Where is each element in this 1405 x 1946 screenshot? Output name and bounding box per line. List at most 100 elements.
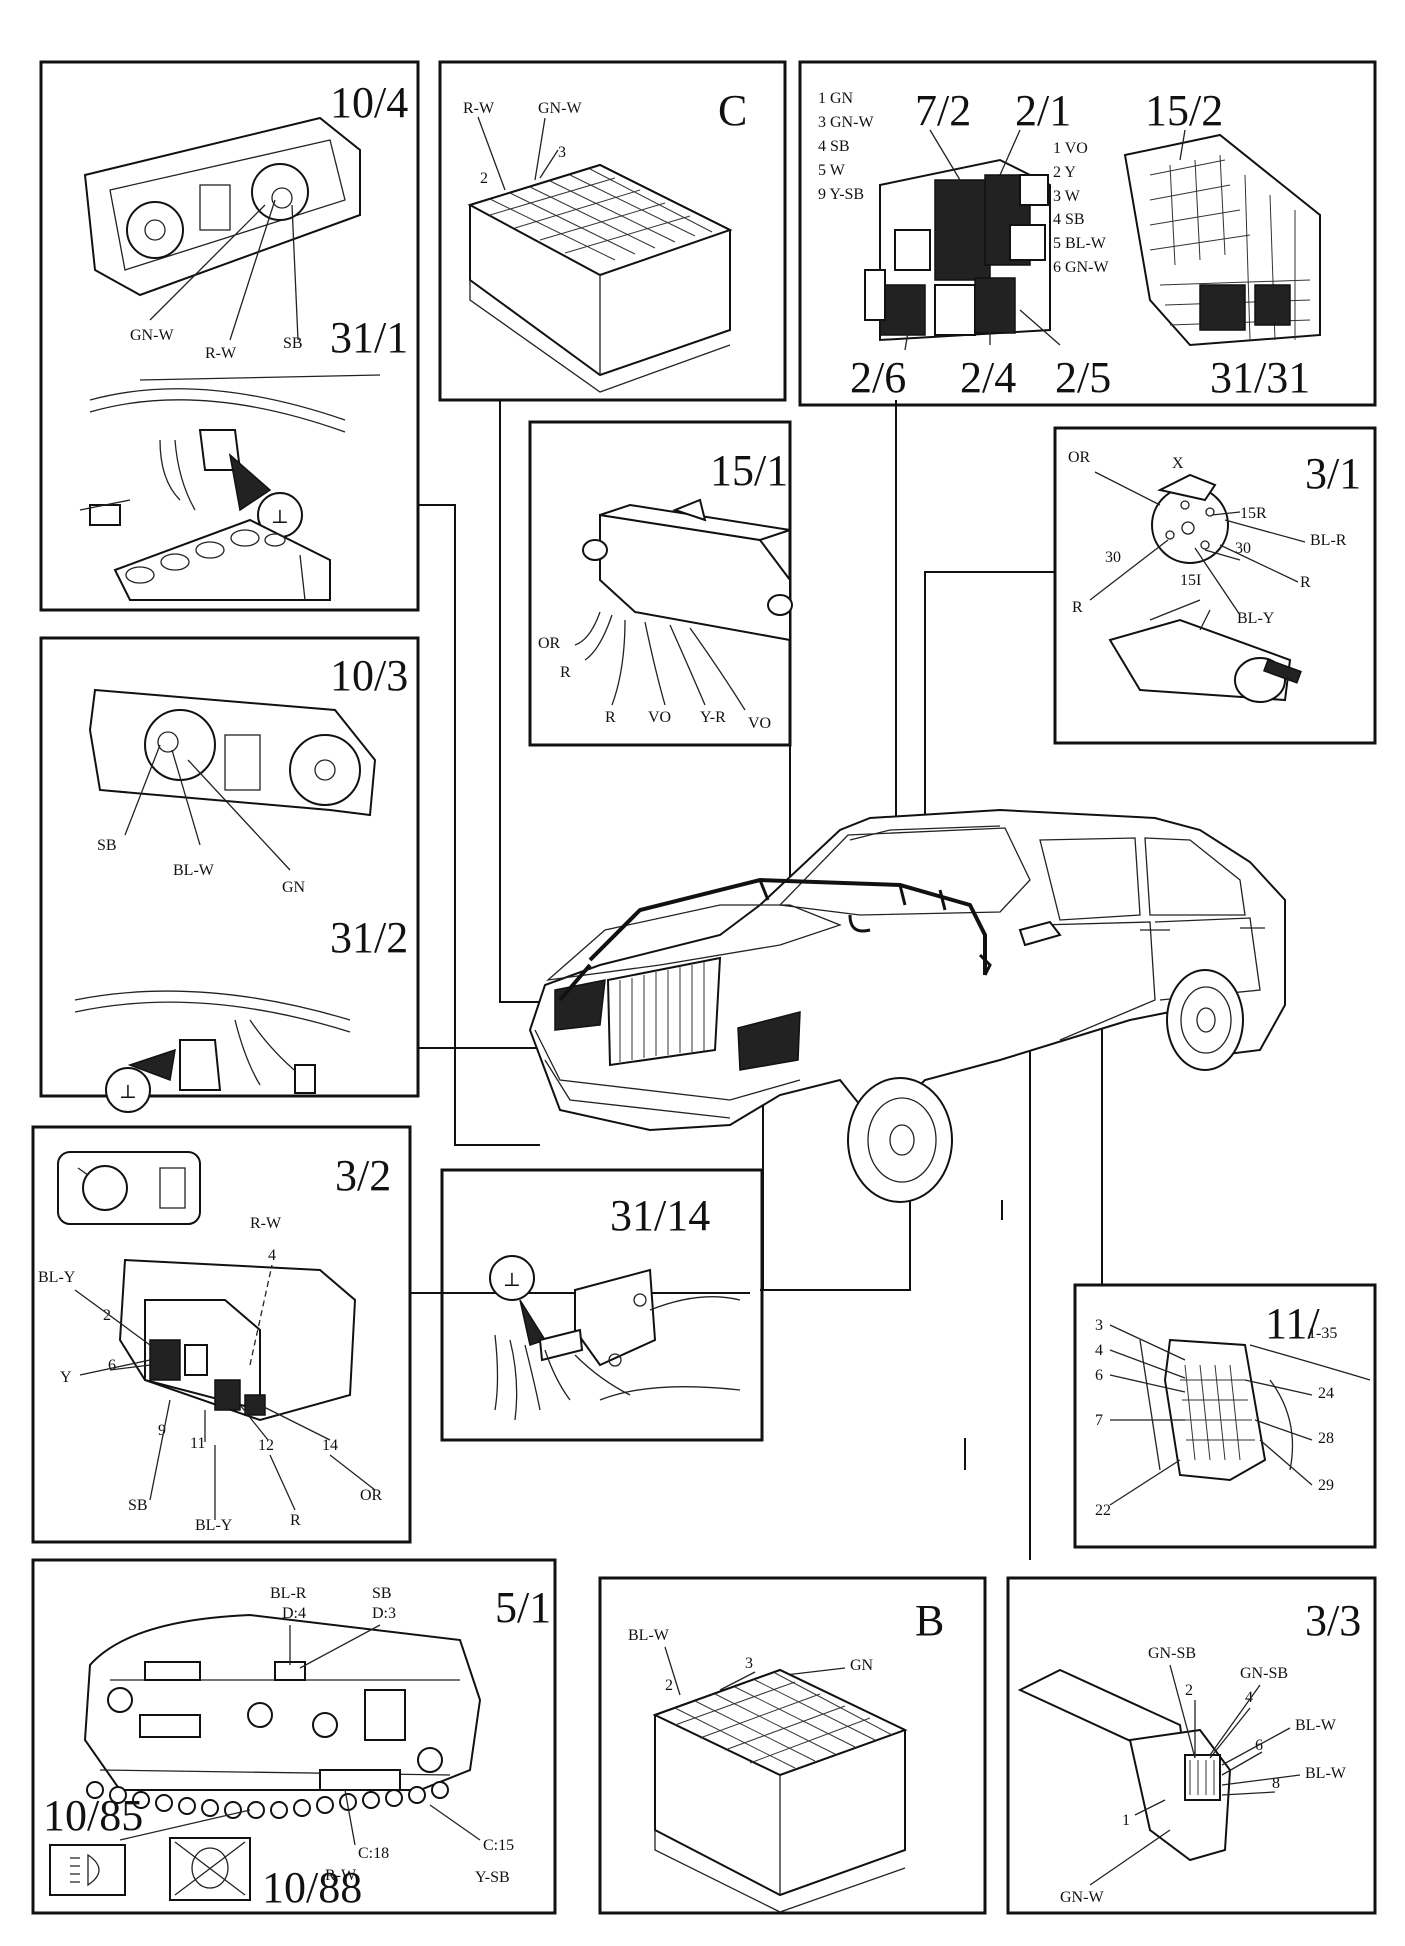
wire-gn-sb-1: GN-SB xyxy=(1148,1645,1196,1662)
label-2-5: 2/5 xyxy=(1055,353,1111,402)
wire-bl-w-b: BL-W xyxy=(628,1627,670,1644)
wire-sb-10-3: SB xyxy=(97,837,117,854)
list-left-5: 9 Y-SB xyxy=(818,186,864,203)
panel-11: 11/ 1-35 3 4 6 7 22 24 28 29 xyxy=(1073,1283,1377,1549)
rear-wheel xyxy=(1166,969,1244,1071)
panel-15-1: 15/1 OR R R VO Y-R VO xyxy=(528,420,793,747)
wire-bl-y-bottom: BL-Y xyxy=(195,1517,233,1534)
wire-bl-r-5-1: BL-R xyxy=(270,1585,307,1602)
pin-12-3-2: 12 xyxy=(258,1437,274,1454)
wire-bl-w-2: BL-W xyxy=(1305,1765,1347,1782)
label-10-88: 10/88 xyxy=(262,1863,362,1912)
label-11-sub: 1-35 xyxy=(1308,1325,1337,1342)
pin-9-3-2: 9 xyxy=(158,1422,166,1439)
label-3-2: 3/2 xyxy=(335,1151,391,1200)
wire-sb-5-1: SB xyxy=(372,1585,392,1602)
list-right-3: 3 W xyxy=(1053,188,1081,205)
label-15-2: 15/2 xyxy=(1145,86,1223,135)
wire-sb: SB xyxy=(283,335,303,352)
label-31-1: 31/1 xyxy=(330,313,408,362)
label-5-1: 5/1 xyxy=(495,1583,551,1632)
list-right-5: 5 BL-W xyxy=(1053,235,1107,252)
list-left-4: 5 W xyxy=(818,162,846,179)
label-2-1: 2/1 xyxy=(1015,86,1071,135)
wire-gn-w-c: GN-W xyxy=(538,100,582,117)
label-2-6: 2/6 xyxy=(850,353,906,402)
pin-22-11: 22 xyxy=(1095,1502,1111,1519)
wire-bl-w-1: BL-W xyxy=(1295,1717,1337,1734)
pin-2-3-3: 2 xyxy=(1185,1682,1193,1699)
label-3-3: 3/3 xyxy=(1305,1596,1361,1645)
label-31-2: 31/2 xyxy=(330,913,408,962)
pin-7-11: 7 xyxy=(1095,1412,1103,1429)
label-3-1: 3/1 xyxy=(1305,449,1361,498)
pin-14-3-2: 14 xyxy=(322,1437,338,1454)
wire-bl-w: BL-W xyxy=(173,862,215,879)
pin-2-c: 2 xyxy=(480,170,488,187)
panel-3-2: 3/2 R-W 4 BL-Y 2 Y 6 9 11 12 14 SB BL-Y … xyxy=(31,1125,412,1544)
wire-or-3-1: OR xyxy=(1068,449,1091,466)
wire-y-sb: Y-SB xyxy=(475,1869,510,1886)
pin-24-11: 24 xyxy=(1318,1385,1334,1402)
panel-c: C R-W GN-W 2 3 xyxy=(438,60,787,402)
wire-30-left: 30 xyxy=(1105,549,1121,566)
wire-gn-b: GN xyxy=(850,1657,874,1674)
ground-symbol-31-2: ⊥ xyxy=(119,1082,137,1103)
panel-relays: 1 GN 3 GN-W 4 SB 5 W 9 Y-SB 7/2 2/1 15/2… xyxy=(798,60,1377,407)
wire-r-left: R xyxy=(1072,599,1083,616)
label-15-1: 15/1 xyxy=(710,446,788,495)
wire-30-right: 30 xyxy=(1235,540,1251,557)
wire-r-w-c: R-W xyxy=(463,100,495,117)
list-left-1: 1 GN xyxy=(818,90,854,107)
fuse-box-grid xyxy=(1149,154,1311,341)
label-2-4: 2/4 xyxy=(960,353,1016,402)
label-31-31: 31/31 xyxy=(1210,353,1310,402)
wire-15r: 15R xyxy=(1240,505,1267,522)
label-b: B xyxy=(915,1596,944,1645)
wire-r-1: R xyxy=(560,664,571,681)
conn-d3: D:3 xyxy=(372,1605,396,1622)
wire-gn-w-3-3: GN-W xyxy=(1060,1889,1104,1906)
fuse-grid-11 xyxy=(1180,1364,1255,1461)
label-10-3: 10/3 xyxy=(330,651,408,700)
label-31-14: 31/14 xyxy=(610,1191,710,1240)
wire-r-w-3-2: R-W xyxy=(250,1215,282,1232)
wire-vo-2: VO xyxy=(748,715,771,732)
pin-4-3-2: 4 xyxy=(268,1247,276,1264)
pin-11-3-2: 11 xyxy=(190,1435,205,1452)
wire-or: OR xyxy=(538,635,561,652)
wire-y-r: Y-R xyxy=(700,709,726,726)
ground-symbol-31-14: ⊥ xyxy=(503,1270,521,1291)
car-illustration xyxy=(528,808,1286,1203)
pin-4-11: 4 xyxy=(1095,1342,1103,1359)
wire-r-right: R xyxy=(1300,574,1311,591)
pin-2-3-2: 2 xyxy=(103,1307,111,1324)
list-right-6: 6 GN-W xyxy=(1053,259,1109,276)
wire-15i: 15I xyxy=(1180,572,1201,589)
pin-1-3-3: 1 xyxy=(1122,1812,1130,1829)
wire-gn-sb-2: GN-SB xyxy=(1240,1665,1288,1682)
conn-c18: C:18 xyxy=(358,1845,389,1862)
panel-3-3: 3/3 GN-SB GN-SB 2 4 BL-W 6 BL-W 8 1 GN-W xyxy=(1006,1576,1377,1915)
pin-3-b: 3 xyxy=(745,1655,753,1672)
connector-grid-c xyxy=(489,168,713,261)
conn-d4: D:4 xyxy=(282,1605,306,1622)
label-11: 11/ xyxy=(1265,1299,1320,1348)
ground-symbol-31-1: ⊥ xyxy=(271,507,289,528)
panel-31-14: 31/14 ⊥ xyxy=(440,1168,764,1442)
pin-4-3-3: 4 xyxy=(1245,1689,1253,1706)
list-right-4: 4 SB xyxy=(1053,211,1085,228)
wire-r-w-5-1: R-W xyxy=(325,1867,357,1884)
wire-vo-1: VO xyxy=(648,709,671,726)
pin-28-11: 28 xyxy=(1318,1430,1334,1447)
pin-3-c: 3 xyxy=(558,144,566,161)
front-wheel xyxy=(847,1077,953,1203)
label-10-85: 10/85 xyxy=(43,1791,143,1840)
wire-bl-y-top: BL-Y xyxy=(38,1269,76,1286)
wire-bl-y: BL-Y xyxy=(1237,610,1275,627)
connector-grid-b xyxy=(674,1672,893,1769)
pin-6-3-2: 6 xyxy=(108,1357,116,1374)
wire-r-3-2: R xyxy=(290,1512,301,1529)
label-c: C xyxy=(718,86,747,135)
